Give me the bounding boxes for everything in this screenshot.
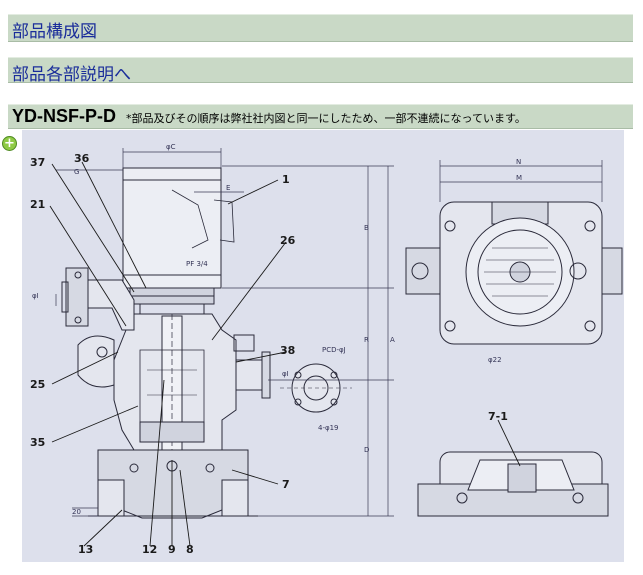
part-number-26: 26	[280, 234, 296, 247]
part-number-8: 8	[186, 543, 194, 556]
part-number-21: 21	[30, 198, 45, 211]
dim-m: M	[516, 174, 522, 182]
part-number-25: 25	[30, 378, 45, 391]
part-number-37: 37	[30, 156, 45, 169]
part-number-36: 36	[74, 152, 90, 165]
part-number-13: 13	[78, 543, 93, 556]
model-header: YD-NSF-P-D *部品及びその順序は弊社社内図と同一にしたため、一部不連続…	[8, 104, 633, 129]
part-number-7-1: 7-1	[488, 410, 508, 423]
dim-phi-i: φI	[32, 292, 39, 300]
part-number-9: 9	[168, 543, 176, 556]
part-number-35: 35	[30, 436, 45, 449]
part-number-7: 7	[282, 478, 290, 491]
dim-20: 20	[72, 508, 81, 516]
dim-e: E	[226, 184, 230, 192]
parts-diagram-header: 部品構成図	[8, 14, 633, 42]
parts-explanation-link[interactable]: 部品各部説明へ	[12, 65, 131, 85]
part-number-12: 12	[142, 543, 157, 556]
model-note: *部品及びその順序は弊社社内図と同一にしたため、一部不連続になっています。	[126, 112, 526, 125]
dim-b: B	[364, 224, 369, 232]
motor-body	[122, 167, 222, 289]
dim-phi-c: φC	[166, 143, 176, 151]
parts-explanation-header: 部品各部説明へ	[8, 57, 633, 85]
model-name: YD-NSF-P-D	[12, 106, 116, 126]
dim-d: D	[364, 446, 369, 454]
dim-phi-22: φ22	[488, 356, 502, 364]
pump-parts-drawing: 1 26 37 36 21 38 25 35 7 13 12 9 8 7-1 φ…	[22, 130, 624, 562]
dim-g: G	[74, 168, 79, 176]
dim-a: A	[390, 336, 395, 344]
dim-pf: PF 3/4	[186, 260, 208, 268]
dim-phi-i-flange: φI	[282, 370, 289, 378]
dim-holes: 4-φ19	[318, 424, 339, 432]
part-number-1: 1	[282, 173, 290, 186]
dim-r: R	[364, 336, 369, 344]
part-number-38: 38	[280, 344, 295, 357]
dim-pcd: PCD-φJ	[322, 346, 346, 354]
parts-diagram-link[interactable]: 部品構成図	[12, 22, 97, 42]
expand-icon[interactable]: +	[2, 136, 17, 151]
dim-n: N	[516, 158, 521, 166]
